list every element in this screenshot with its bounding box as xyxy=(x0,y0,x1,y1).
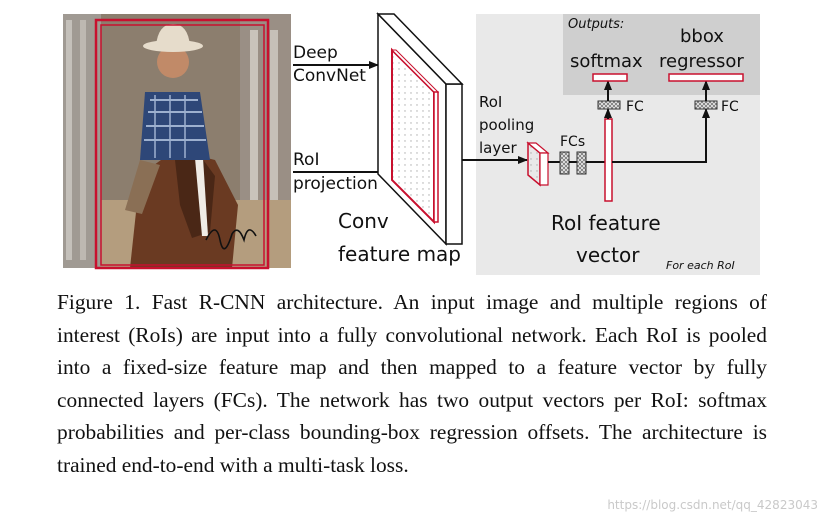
roi-pooling-label-line3: layer xyxy=(479,139,517,157)
for-each-roi-label: For each RoI xyxy=(666,259,735,272)
deep-convnet-label-line2: ConvNet xyxy=(293,66,366,86)
outputs-label: Outputs: xyxy=(568,17,624,32)
bbox-output-vector xyxy=(668,73,744,82)
roi-pooled-map xyxy=(526,141,550,187)
architecture-figure: Deep ConvNet RoI projection Conv feature… xyxy=(63,12,760,275)
figure-caption: Figure 1. Fast R-CNN architecture. An in… xyxy=(57,290,767,477)
roi-box-outer xyxy=(94,18,270,270)
roi-feature-vector-label-line2: vector xyxy=(576,243,640,267)
fc-layer-2 xyxy=(576,151,587,175)
bbox-regressor-label-line2: regressor xyxy=(659,51,744,72)
fc-bbox xyxy=(694,100,718,110)
fcs-label: FCs xyxy=(560,134,585,150)
watermark-url: https://blog.csdn.net/qq_42823043 xyxy=(607,498,818,512)
input-photo xyxy=(63,14,291,270)
fc-layer-1 xyxy=(559,151,570,175)
fc-label-right: FC xyxy=(721,99,739,115)
conv-feature-map-label-line2: feature map xyxy=(338,242,461,266)
softmax-output-vector xyxy=(592,73,628,82)
arrow-to-fc-bbox xyxy=(612,108,710,163)
roi-feature-vector-label-line1: RoI feature xyxy=(551,211,661,235)
fc-label-left: FC xyxy=(626,99,644,115)
roi-feature-vector xyxy=(604,118,613,202)
roi-projection-label-line2: projection xyxy=(293,174,378,194)
deep-convnet-label-line1: Deep xyxy=(293,43,338,63)
roi-projection-label-line1: RoI xyxy=(293,150,319,170)
conv-feature-map xyxy=(376,12,464,246)
roi-box-inner xyxy=(100,24,265,266)
fc-softmax xyxy=(597,100,621,110)
roi-pooling-label-line2: pooling xyxy=(479,116,534,134)
softmax-label: softmax xyxy=(570,51,643,72)
bbox-regressor-label-line1: bbox xyxy=(680,26,724,47)
conv-feature-map-label-line1: Conv xyxy=(338,209,389,233)
roi-pooling-label-line1: RoI xyxy=(479,93,502,111)
